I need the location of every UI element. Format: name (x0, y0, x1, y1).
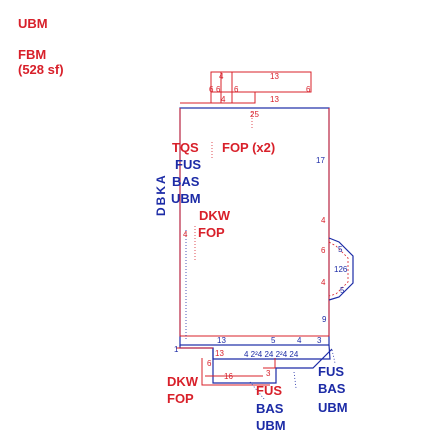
dim-chain: 4 2²4 24 2²4 24 (244, 350, 299, 359)
dim-5a: 5 (338, 245, 343, 254)
dim-25: 25 (250, 110, 259, 119)
legend-fbm-area: (528 sf) (18, 62, 64, 77)
label-dkw-main: DKW (199, 208, 231, 223)
dim-9: 9 (322, 315, 327, 324)
dim-top-6b: 6 (216, 85, 221, 94)
label-bas-right: BAS (318, 381, 346, 396)
dimension-labels: 4 13 6 6 6 6 4 13 25 17 4 6 5 126 4 5 9 … (174, 72, 348, 381)
label-fus-right: FUS (318, 364, 344, 379)
label-fop-main: FOP (198, 225, 225, 240)
dim-top-6c: 6 (234, 85, 239, 94)
label-ubm-bottom: UBM (256, 418, 286, 433)
label-bas-bottom: BAS (256, 401, 284, 416)
dim-5c: 5 (271, 336, 276, 345)
dim-5b: 5 (340, 286, 345, 295)
dim-13a: 13 (217, 336, 226, 345)
dim-top-13b: 13 (270, 95, 279, 104)
label-fop-prefix: 4 (183, 230, 188, 239)
inner-red-outline (179, 108, 330, 337)
top-red-room (210, 71, 312, 93)
label-ubm-right: UBM (318, 400, 348, 415)
dim-6b: 6 (207, 359, 212, 368)
dim-4a: 4 (321, 216, 326, 225)
dim-1: 1 (174, 345, 179, 354)
label-ubm-left: UBM (171, 191, 201, 206)
dim-4c: 4 (297, 336, 302, 345)
dim-17: 17 (316, 156, 325, 165)
label-fop-bottom: FOP (167, 391, 194, 406)
bottom-projection (212, 348, 333, 384)
legend-ubm: UBM (18, 16, 48, 31)
label-tqs: TQS (172, 140, 199, 155)
dim-4b: 4 (321, 278, 326, 287)
dim-top-6a: 6 (209, 85, 214, 94)
dim-16: 16 (224, 372, 233, 381)
dim-3: 3 (317, 336, 322, 345)
top-red-room-lower (210, 92, 256, 104)
dim-6a: 6 (321, 246, 326, 255)
label-dkw-bottom: DKW (167, 374, 199, 389)
dim-top-6d: 6 (306, 85, 311, 94)
label-bas-left: BAS (172, 174, 200, 189)
label-fus-left: FUS (175, 157, 201, 172)
legend-fbm: FBM (18, 47, 47, 62)
label-fop-x2: FOP (x2) (222, 140, 276, 155)
dim-126: 126 (334, 265, 348, 274)
dim-top-left: 4 (219, 72, 224, 81)
dim-top-4: 4 (221, 95, 226, 104)
right-bump (328, 237, 354, 301)
dim-top-13: 13 (270, 72, 279, 81)
label-vertical-stack: DBKA (154, 173, 168, 216)
dim-3b: 3 (266, 369, 271, 378)
dim-13b: 13 (215, 349, 224, 358)
label-fus-red: FUS (256, 383, 282, 398)
